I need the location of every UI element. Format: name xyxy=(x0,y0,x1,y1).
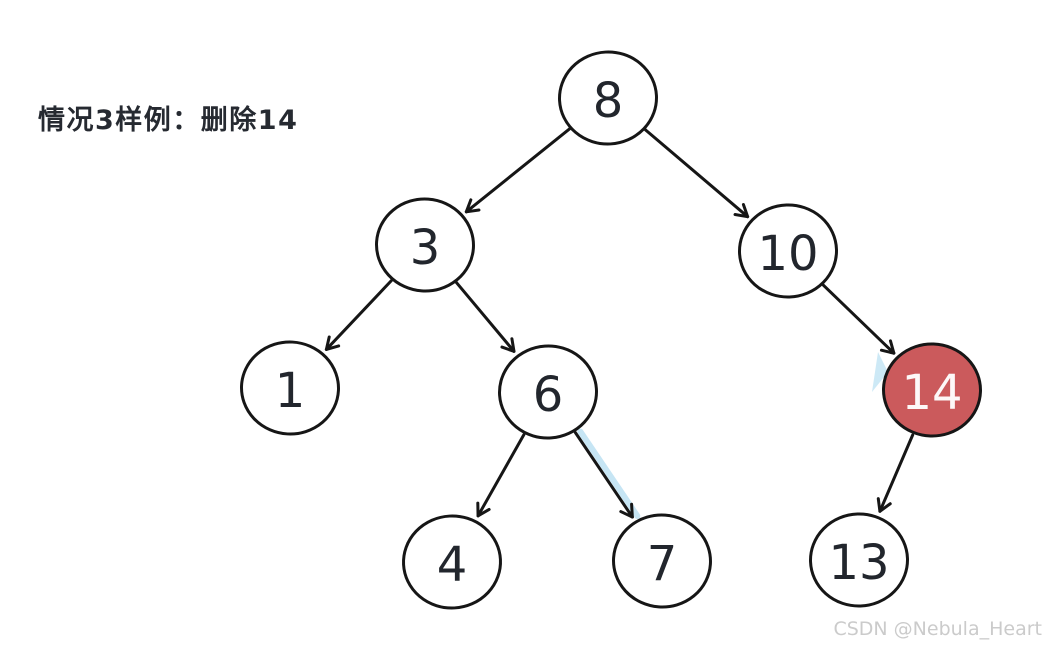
highlight-smudge xyxy=(872,352,888,392)
tree-node-label-1: 1 xyxy=(275,363,306,419)
tree-node-label-4: 4 xyxy=(437,537,468,593)
tree-node-circle-13 xyxy=(809,512,909,608)
tree-edges xyxy=(324,127,915,520)
tree-node-circle-6 xyxy=(498,344,598,440)
tree-node-circle-10 xyxy=(738,203,838,299)
tree-edge-14-13 xyxy=(876,433,915,513)
tree-node-14: 14 xyxy=(872,342,982,438)
tree-node-circle-8 xyxy=(558,50,658,146)
tree-node-7: 7 xyxy=(612,513,712,609)
tree-edge-6-4 xyxy=(476,433,526,518)
tree-edge-3-1 xyxy=(324,279,393,351)
tree-nodes: 8 3 10 1 6 14 4 7 13 xyxy=(240,50,982,610)
tree-node-label-7: 7 xyxy=(647,536,678,592)
tree-edge-3-6 xyxy=(454,281,516,353)
edge-highlight-tint xyxy=(577,428,641,520)
tree-node-4: 4 xyxy=(402,514,502,610)
tree-edge-6-7 xyxy=(573,431,634,519)
tree-node-label-6: 6 xyxy=(533,367,564,423)
tree-node-label-3: 3 xyxy=(410,220,441,276)
tree-node-circle-14 xyxy=(882,342,982,438)
tree-node-circle-7 xyxy=(612,513,712,609)
tree-node-8: 8 xyxy=(558,50,658,146)
tree-node-10: 10 xyxy=(738,203,838,299)
tree-node-label-13: 13 xyxy=(828,535,889,591)
tree-node-label-14: 14 xyxy=(901,365,962,421)
watermark: CSDN @Nebula_Heart xyxy=(833,618,1042,640)
tree-node-circle-3 xyxy=(375,197,475,293)
tree-node-circle-1 xyxy=(240,340,340,436)
tree-node-label-10: 10 xyxy=(757,226,818,282)
tree-edge-10-14 xyxy=(821,283,896,355)
tree-node-label-8: 8 xyxy=(593,73,624,129)
tree-edge-8-3 xyxy=(464,127,572,214)
tree-node-3: 3 xyxy=(375,197,475,293)
tree-node-1: 1 xyxy=(240,340,340,436)
tree-node-circle-4 xyxy=(402,514,502,610)
tree-node-13: 13 xyxy=(809,512,909,608)
tree-edge-8-10 xyxy=(643,128,750,219)
diagram-caption: 情况3样例：删除14 xyxy=(38,105,299,136)
tree-node-6: 6 xyxy=(498,344,598,440)
